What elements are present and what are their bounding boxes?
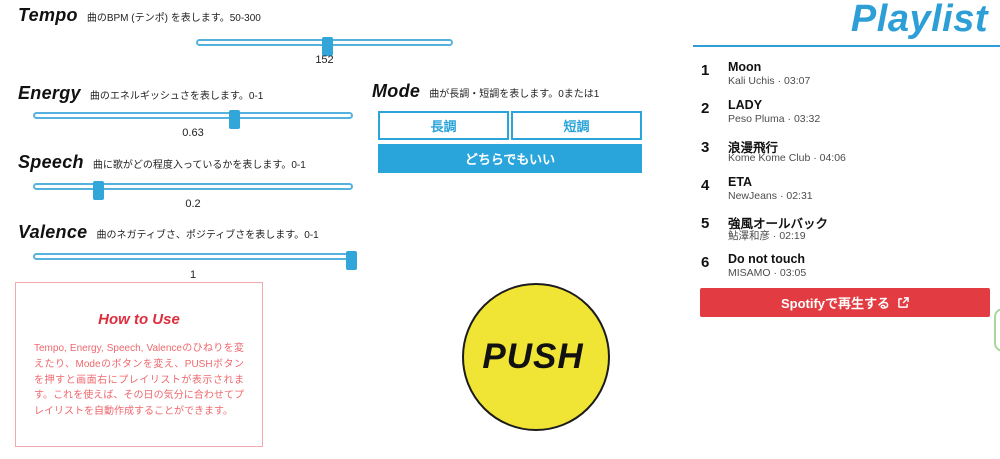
track-title: Moon	[728, 60, 762, 74]
tempo-label: Tempo	[18, 5, 78, 25]
track-title: 強風オールバック	[728, 217, 829, 231]
track-meta: Kome Kome Club · 04:06	[728, 152, 846, 164]
energy-slider-track[interactable]	[33, 110, 353, 129]
playlist-item-2: 2 LADY Peso Pluma · 03:32	[700, 98, 990, 132]
mode-major-button[interactable]: 長調	[378, 111, 509, 140]
push-button-label: PUSH	[482, 337, 584, 376]
play-on-spotify-button[interactable]: Spotifyで再生する	[700, 288, 990, 317]
speech-slider-track[interactable]	[33, 181, 353, 200]
track-number: 1	[701, 62, 710, 79]
speech-value: 0.2	[185, 198, 201, 210]
track-meta: 鮎澤和彦 · 02:19	[728, 230, 806, 242]
speech-slider-handle[interactable]	[93, 181, 105, 200]
valence-section-header: Valence 曲のネガティブさ、ポジティブさを表します。0-1	[18, 222, 319, 243]
track-number: 6	[701, 254, 710, 271]
playlist-item-3: 3 浪漫飛行 Kome Kome Club · 04:06	[700, 137, 990, 171]
energy-description: 曲のエネルギッシュさを表します。0-1	[89, 91, 264, 102]
tempo-slider-track[interactable]	[196, 37, 453, 56]
energy-value: 0.63	[182, 127, 204, 139]
playlist-title: Playlist	[850, 0, 988, 40]
play-on-spotify-label: Spotifyで再生する	[780, 296, 891, 311]
tempo-value: 152	[315, 54, 334, 66]
track-number: 3	[701, 139, 710, 156]
mode-section-header: Mode 曲が長調・短調を表します。0または1	[372, 81, 599, 102]
track-meta: MISAMO · 03:05	[728, 267, 807, 279]
track-meta: Peso Pluma · 03:32	[728, 113, 821, 125]
track-title: Do not touch	[728, 252, 806, 266]
track-title: LADY	[728, 98, 763, 112]
energy-section-header: Energy 曲のエネルギッシュさを表します。0-1	[18, 83, 263, 104]
mode-either-button[interactable]: どちらでもいい	[378, 144, 642, 173]
how-to-use-panel: How to Use Tempo, Energy, Speech, Valenc…	[15, 282, 263, 447]
track-meta: Kali Uchis · 03:07	[728, 75, 811, 87]
energy-slider-handle[interactable]	[229, 110, 241, 129]
valence-slider-track[interactable]	[33, 251, 357, 270]
playlist-title-underline	[693, 45, 1000, 47]
push-button[interactable]: PUSH	[462, 283, 610, 431]
track-number: 5	[701, 215, 710, 232]
valence-slider-handle[interactable]	[346, 251, 357, 270]
edge-partial-button[interactable]	[994, 308, 1000, 352]
track-title: ETA	[728, 175, 753, 189]
playlist-item-4: 4 ETA NewJeans · 02:31	[700, 175, 990, 209]
how-to-use-title: How to Use	[98, 311, 180, 328]
tempo-description: 曲のBPM (テンポ) を表します。50-300	[86, 13, 261, 24]
tempo-slider-handle[interactable]	[322, 37, 334, 56]
mode-minor-button[interactable]: 短調	[511, 111, 642, 140]
mode-label: Mode	[372, 81, 421, 101]
speech-label: Speech	[18, 152, 84, 172]
track-number: 4	[701, 177, 710, 194]
playlist-item-6: 6 Do not touch MISAMO · 03:05	[700, 252, 990, 286]
valence-description: 曲のネガティブさ、ポジティブさを表します。0-1	[96, 230, 319, 241]
track-meta: NewJeans · 02:31	[728, 190, 813, 202]
external-link-icon	[898, 297, 909, 308]
speech-section-header: Speech 曲に歌がどの程度入っているかを表します。0-1	[18, 152, 306, 173]
track-title: 浪漫飛行	[728, 141, 779, 155]
mode-description: 曲が長調・短調を表します。0または1	[429, 89, 600, 100]
how-to-use-body: Tempo, Energy, Speech, Valenceのひねりを変えたり、…	[34, 343, 244, 418]
valence-value: 1	[189, 269, 197, 281]
speech-description: 曲に歌がどの程度入っているかを表します。0-1	[92, 160, 306, 171]
energy-label: Energy	[18, 83, 81, 103]
track-number: 2	[701, 100, 710, 117]
playlist-item-1: 1 Moon Kali Uchis · 03:07	[700, 60, 990, 94]
tempo-section-header: Tempo 曲のBPM (テンポ) を表します。50-300	[18, 5, 261, 26]
playlist-item-5: 5 強風オールバック 鮎澤和彦 · 02:19	[700, 213, 990, 247]
valence-label: Valence	[18, 222, 88, 242]
